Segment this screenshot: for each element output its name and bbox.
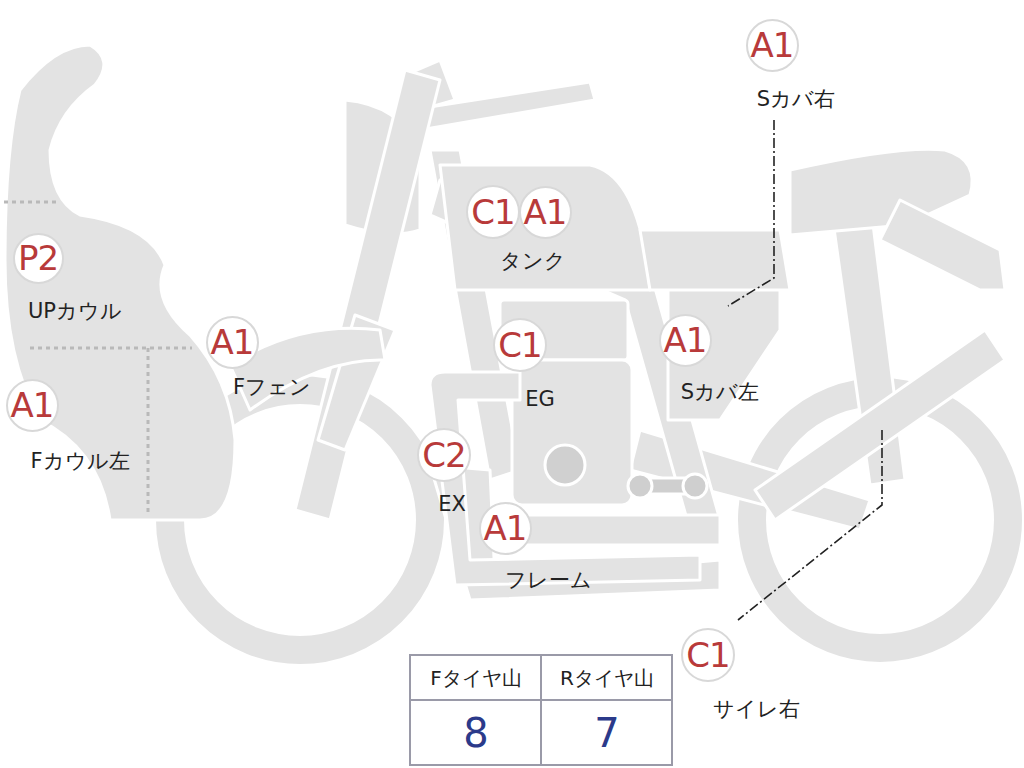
part-name: タンク <box>500 250 566 273</box>
part-name: フレーム <box>505 569 592 592</box>
callout-circle: C1 <box>681 628 735 682</box>
part-name: サイレ右 <box>713 698 800 721</box>
callout-circle: A1 <box>746 19 799 72</box>
callout-circle: A1 <box>519 186 572 239</box>
part-name: Sカバ左 <box>681 381 759 404</box>
table-value: 7 <box>594 711 619 755</box>
callout-circle: A1 <box>659 314 712 367</box>
callout-code: A1 <box>211 325 254 359</box>
part-name: UPカウル <box>28 300 122 323</box>
callout-circle: A1 <box>479 502 532 555</box>
callout-code: A1 <box>751 28 794 62</box>
callout-circle: C1 <box>466 185 520 239</box>
part-name: Fカウル左 <box>30 450 129 473</box>
callout-circle: A1 <box>6 379 59 432</box>
callout-code: A1 <box>11 388 54 422</box>
callout-circle: A1 <box>206 316 259 369</box>
callout-circle: C1 <box>493 318 547 372</box>
callout-code: C2 <box>422 438 465 472</box>
callout-code: C1 <box>498 328 541 362</box>
part-name: EX <box>438 493 466 516</box>
callout-code: A1 <box>524 195 567 229</box>
part-name: EG <box>525 388 555 411</box>
part-name: Sカバ右 <box>757 88 835 111</box>
callout-code: A1 <box>484 511 527 545</box>
callout-code: P2 <box>18 241 58 275</box>
callout-code: A1 <box>664 323 707 357</box>
part-name: Fフェン <box>233 376 311 399</box>
table-value: 8 <box>463 711 488 755</box>
callout-circle: C2 <box>417 428 471 482</box>
callout-circle: P2 <box>13 233 64 284</box>
callout-code: C1 <box>471 195 514 229</box>
table-header: Fタイヤ山 <box>430 667 522 689</box>
table-header: Rタイヤ山 <box>560 667 654 689</box>
callout-code: C1 <box>686 638 729 672</box>
